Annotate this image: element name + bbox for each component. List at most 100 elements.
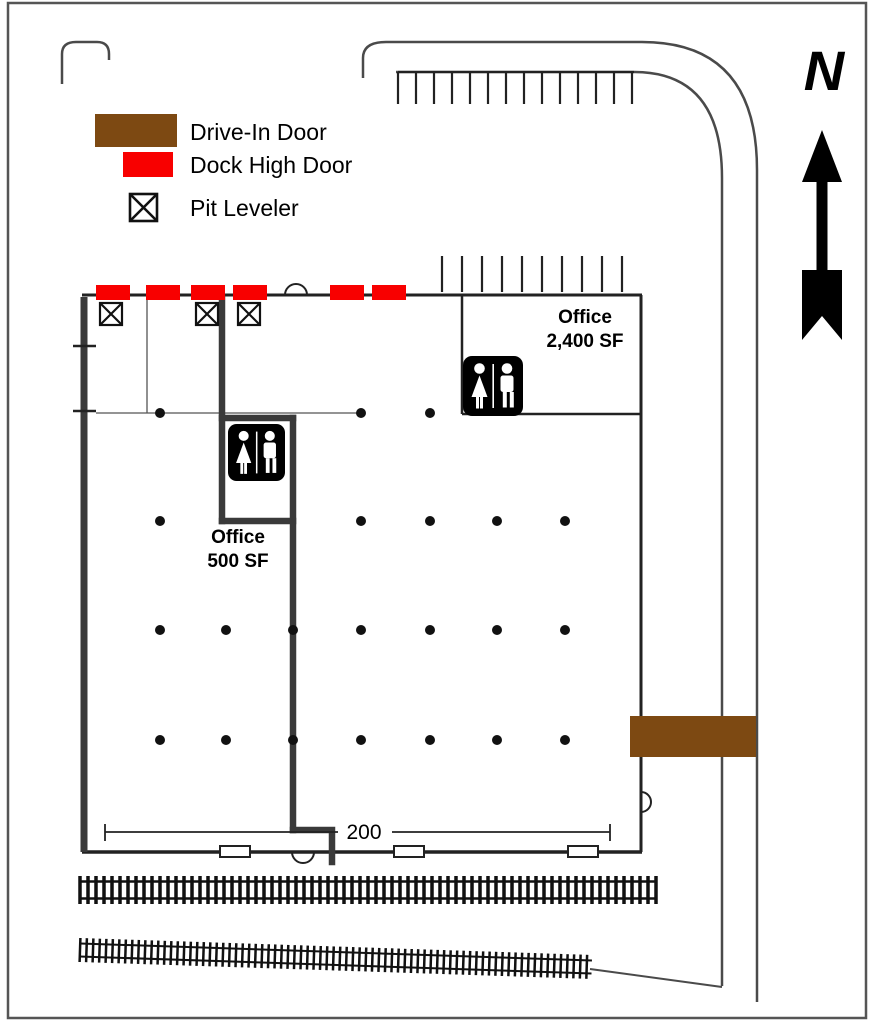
railroad-tie xyxy=(182,941,186,966)
driveway-curb-top-left xyxy=(60,40,111,84)
legend-drive-in-swatch xyxy=(95,114,177,147)
railroad-tracks-group xyxy=(78,876,658,979)
structural-column xyxy=(221,735,231,745)
door-swing-arcs xyxy=(284,283,652,864)
railroad-tie xyxy=(292,945,297,970)
partition-wall-step xyxy=(289,826,336,866)
railroad-tie xyxy=(422,949,426,974)
railroad-tie xyxy=(487,951,491,976)
drive-in-door xyxy=(630,716,756,757)
dock-high-door xyxy=(96,285,130,300)
door-arc-bottom xyxy=(291,851,315,864)
railroad-tie xyxy=(169,940,173,966)
railroad-tie xyxy=(156,940,160,965)
railroad-tie xyxy=(578,954,582,979)
structural-column xyxy=(560,735,570,745)
railroad-tie xyxy=(221,942,225,967)
structural-column xyxy=(425,408,435,418)
pit-levelers-group xyxy=(98,301,262,327)
railroad-track xyxy=(78,876,658,904)
structural-column xyxy=(492,735,502,745)
office-small-label-line1: Office xyxy=(211,527,265,548)
dock-high-door xyxy=(233,285,267,300)
railroad-tie xyxy=(383,948,387,973)
railroad-tie xyxy=(117,939,121,964)
railroad-tie xyxy=(559,953,563,978)
office-small-label-line2: 500 SF xyxy=(207,551,268,572)
railroad-tie xyxy=(448,950,452,975)
railroad-tie xyxy=(357,947,361,972)
interior-gridlines xyxy=(96,297,361,414)
railroad-tie xyxy=(214,942,219,967)
building-shell xyxy=(82,293,643,854)
railroad-tie xyxy=(175,941,180,966)
railroad-tie xyxy=(403,948,407,973)
railroad-tie xyxy=(260,943,264,969)
structural-column xyxy=(425,735,435,745)
railroad-tie xyxy=(234,943,238,968)
railroad-tie xyxy=(325,946,329,971)
railroad-tie xyxy=(344,946,349,971)
railroad-tie xyxy=(136,939,141,964)
structural-column xyxy=(356,625,366,635)
structural-column xyxy=(425,516,435,526)
structural-column xyxy=(155,408,165,418)
railroad-tie xyxy=(78,937,82,963)
railroad-tie xyxy=(266,944,271,969)
railroad-tie xyxy=(533,953,537,978)
railroad-tie xyxy=(338,946,342,971)
page-border xyxy=(6,1,868,1020)
railroad-tie xyxy=(455,950,459,975)
railroad-tie xyxy=(539,953,543,978)
legend-pit-leveler-icon xyxy=(128,192,159,223)
railroad-tie xyxy=(396,948,400,973)
road-inner-curb xyxy=(396,70,724,986)
parking-stalls-group xyxy=(396,70,634,292)
railroad-tie xyxy=(565,954,569,979)
railroad-tie xyxy=(279,944,284,969)
railroad-tie xyxy=(468,950,472,975)
railroad-tie xyxy=(351,947,355,972)
pit-leveler-icon xyxy=(236,301,262,327)
railroad-tie xyxy=(513,952,517,977)
structural-column xyxy=(288,625,298,635)
railroad-tie xyxy=(104,938,108,963)
railroad-tie xyxy=(442,950,446,975)
railroad-tie xyxy=(500,951,504,977)
railroad-tie xyxy=(494,951,498,976)
structural-column xyxy=(560,625,570,635)
structural-column xyxy=(492,516,502,526)
north-arrow: N xyxy=(802,39,846,340)
railroad-tie xyxy=(123,939,128,964)
structural-column xyxy=(560,516,570,526)
railroad-tie xyxy=(97,938,102,963)
structural-column xyxy=(356,735,366,745)
wall-joint-ticks xyxy=(73,344,96,413)
office-large-label-line2: 2,400 SF xyxy=(546,331,623,352)
legend-pit-leveler-label: Pit Leveler xyxy=(190,195,299,221)
legend-dock-high-swatch xyxy=(123,152,173,177)
railroad-tie xyxy=(273,944,277,969)
railroad-tie xyxy=(162,940,167,965)
restroom-icon-small xyxy=(228,424,285,481)
wall-vent xyxy=(393,845,425,858)
railroad-tie xyxy=(149,940,154,965)
railroad-tie xyxy=(331,946,336,971)
roads-group xyxy=(60,40,759,1002)
north-arrow-head xyxy=(802,130,842,182)
railroad-tie xyxy=(507,952,511,977)
parking-row xyxy=(396,70,634,104)
railroad-tie xyxy=(377,947,381,972)
railroad-tie xyxy=(364,947,368,972)
structural-column xyxy=(288,735,298,745)
structural-column xyxy=(155,625,165,635)
north-arrow-shaft xyxy=(816,174,828,278)
legend: Drive-In Door Dock High Door Pit Leveler xyxy=(95,114,353,223)
railroad-tie xyxy=(299,945,303,970)
railroad-tie xyxy=(286,944,290,969)
structural-column xyxy=(155,516,165,526)
dimension-line xyxy=(104,824,611,841)
bottom-wall-vents xyxy=(219,845,599,858)
railroad-tie xyxy=(312,945,316,970)
